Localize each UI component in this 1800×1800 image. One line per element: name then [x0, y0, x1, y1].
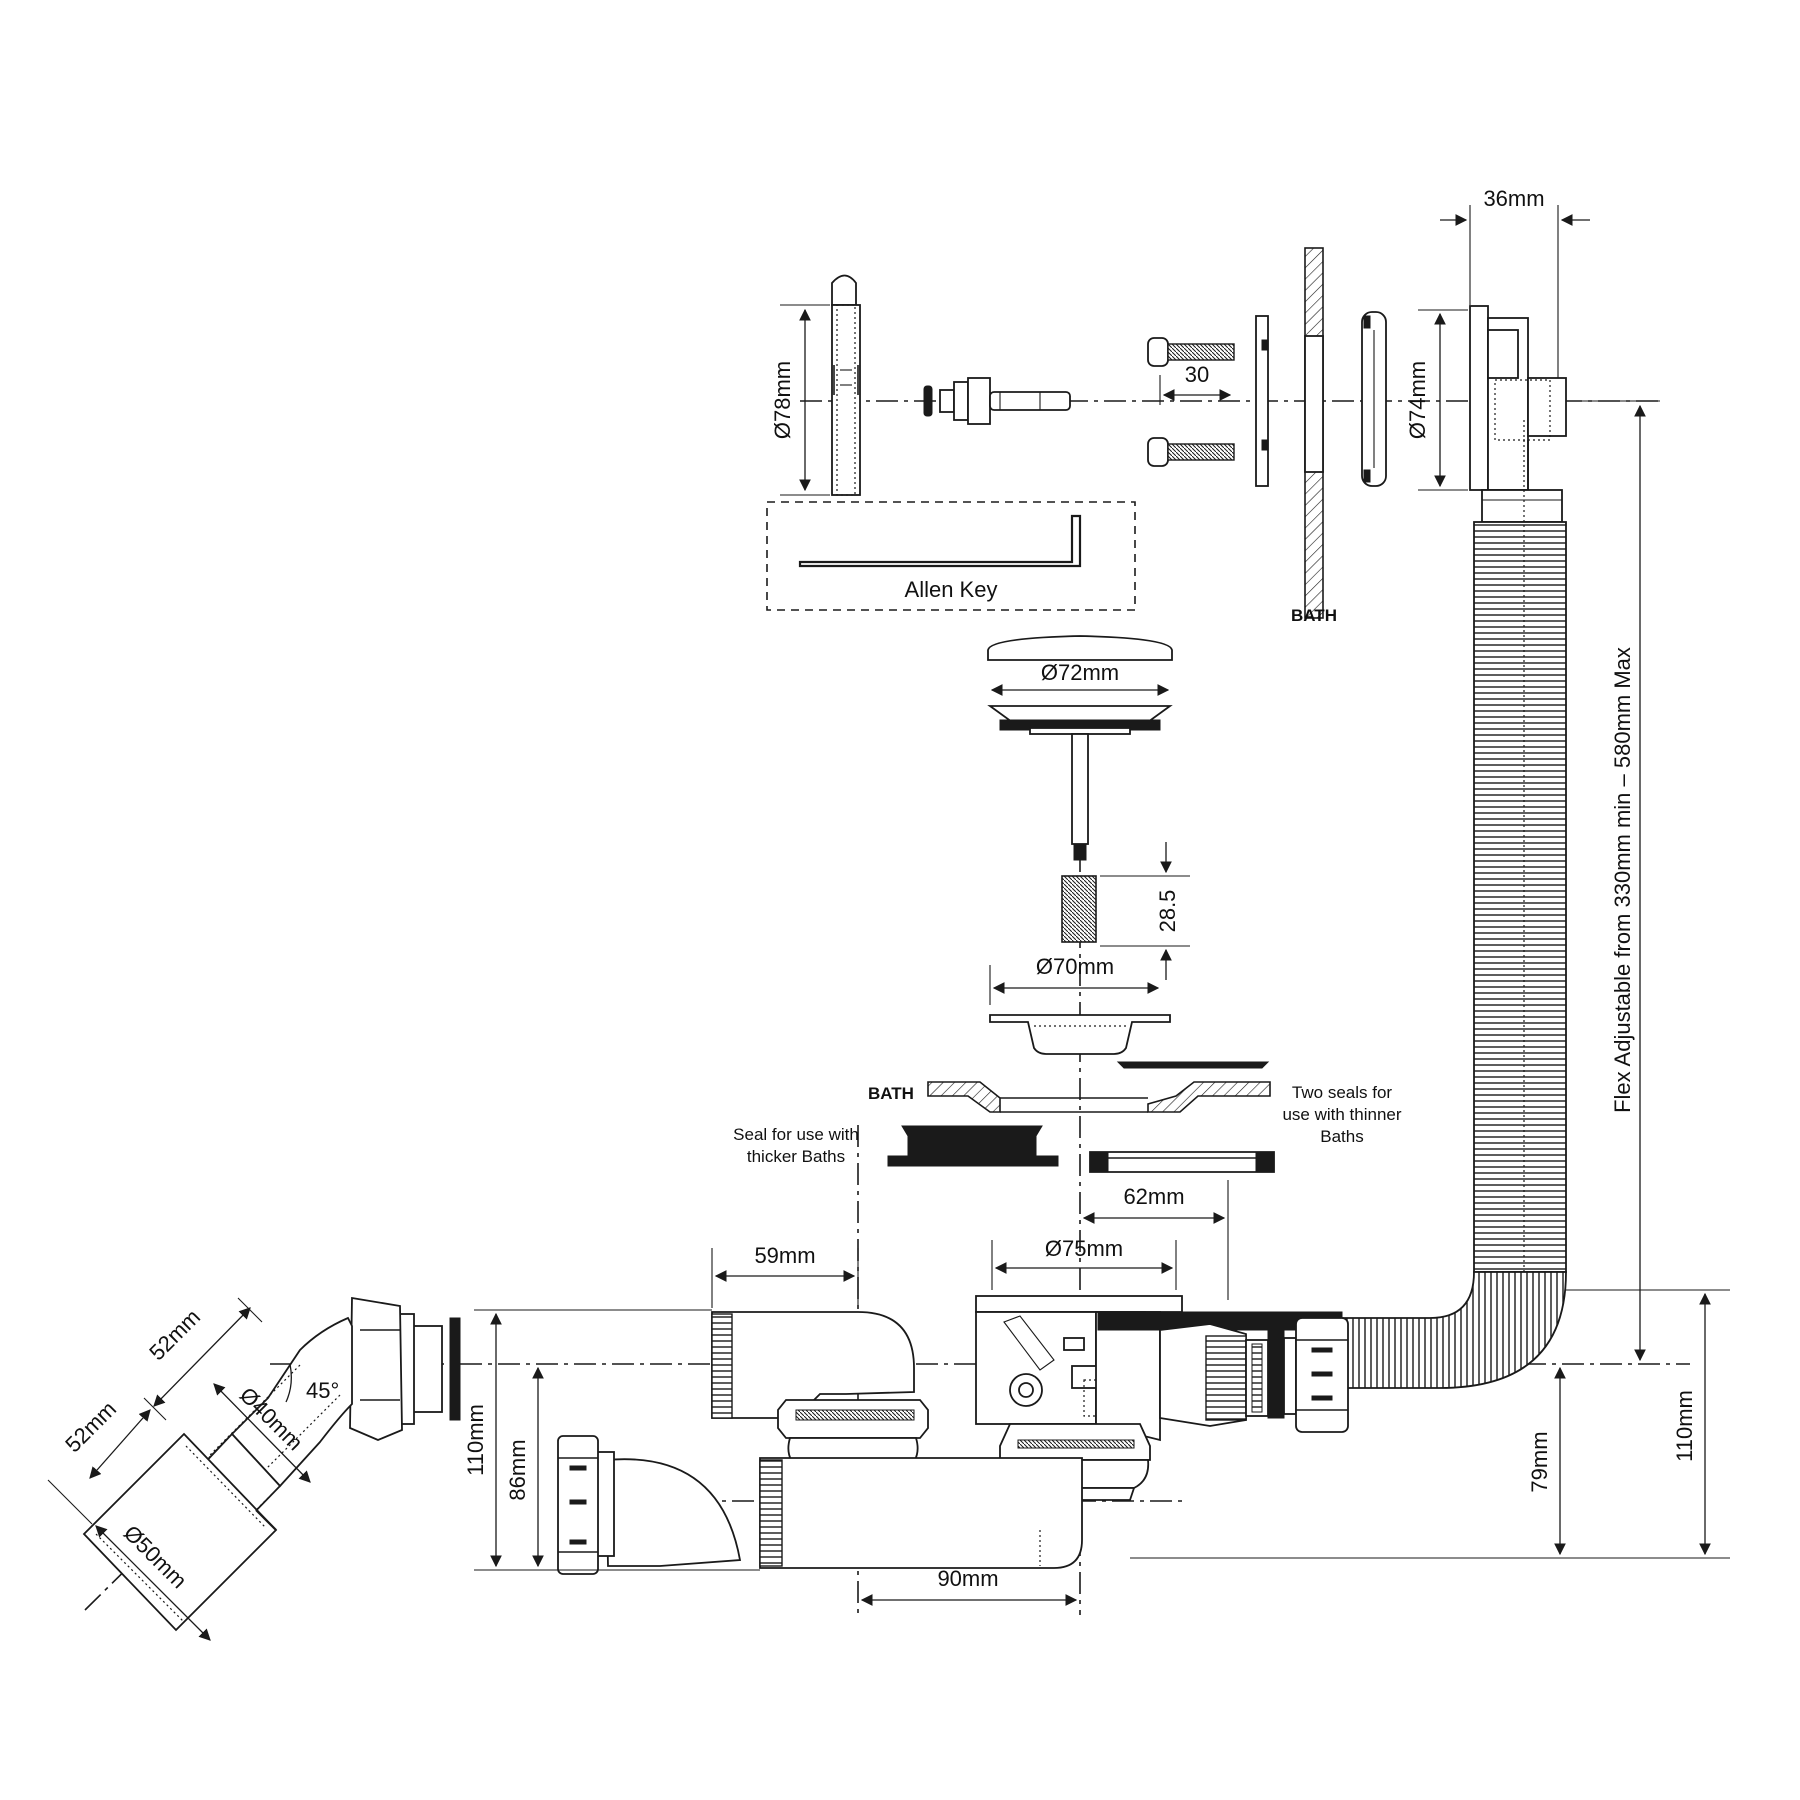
dim-90-label: 90mm	[937, 1566, 998, 1591]
lower-coupling	[557, 1435, 742, 1575]
dim-78-label: Ø78mm	[770, 361, 795, 439]
bath-wall-top	[1304, 247, 1324, 619]
thin-seal-bottom	[1089, 1151, 1275, 1173]
bath-top-label: BATH	[1291, 606, 1337, 625]
strainer-cup	[989, 1014, 1171, 1055]
dim-72-label: Ø72mm	[1041, 660, 1119, 685]
flexible-hose	[1339, 420, 1567, 1389]
dim-72: Ø72mm	[990, 660, 1170, 696]
screw-lower	[1147, 437, 1235, 467]
dim-86-label: 86mm	[505, 1439, 530, 1500]
flex-label: Flex Adjustable from 330mm min – 580mm M…	[1610, 647, 1635, 1113]
overflow-body	[1469, 305, 1567, 523]
dim-78: Ø78mm	[770, 304, 830, 496]
bath-mid-label: BATH	[868, 1084, 914, 1103]
two-seals-line3: Baths	[1320, 1127, 1363, 1146]
two-seals-line1: Two seals for	[1292, 1083, 1392, 1102]
dim-45-angle: 45°	[285, 1363, 339, 1403]
dim-30-label: 30	[1185, 362, 1209, 387]
overflow-cap	[831, 274, 861, 496]
dim-110-left: 110mm	[463, 1309, 760, 1571]
outlet-connector	[1159, 1317, 1349, 1433]
dim-52-lower-label: 52mm	[60, 1396, 121, 1457]
screw-upper	[1147, 337, 1235, 367]
dim-70-label: Ø70mm	[1036, 954, 1114, 979]
dim-36-label: 36mm	[1483, 186, 1544, 211]
dim-74: Ø74mm	[1405, 309, 1468, 491]
angle-45-label: 45°	[306, 1378, 339, 1403]
dim-36: 36mm	[1440, 186, 1590, 378]
two-seals-line2: use with thinner	[1282, 1105, 1401, 1124]
waste-body	[975, 1295, 1183, 1442]
outlet-seal-ring	[449, 1317, 461, 1421]
dim-flex: Flex Adjustable from 330mm min – 580mm M…	[1568, 400, 1660, 1362]
seal-thick-line2: thicker Baths	[747, 1147, 845, 1166]
dim-59: 59mm	[711, 1243, 859, 1308]
bath-section	[927, 1081, 1271, 1113]
dim-30: 30	[1159, 362, 1232, 405]
dim-62-label: 62mm	[1123, 1184, 1184, 1209]
plug-cap	[987, 635, 1173, 661]
dim-79: 79mm	[1527, 1366, 1566, 1556]
dim-110-right: 110mm	[1130, 1289, 1730, 1559]
plug-head	[987, 705, 1173, 943]
dim-52-upper-label: 52mm	[144, 1304, 205, 1365]
dim-75-label: Ø75mm	[1045, 1236, 1123, 1261]
dim-79-label: 79mm	[1527, 1431, 1552, 1492]
dim-75: Ø75mm	[991, 1236, 1177, 1290]
allen-key-label: Allen Key	[905, 577, 998, 602]
dim-62: 62mm	[1082, 1180, 1229, 1300]
backing-plate	[1255, 315, 1269, 487]
dim-110-left-label: 110mm	[463, 1404, 488, 1476]
dim-90: 90mm	[860, 1566, 1078, 1606]
seal-thick-line1: Seal for use with	[733, 1125, 859, 1144]
thin-seal-top	[1116, 1061, 1270, 1069]
allen-key-panel: Allen Key	[766, 501, 1136, 611]
dim-110-right-label: 110mm	[1672, 1390, 1697, 1462]
trap-lower	[759, 1457, 1083, 1569]
dim-285-label: 28.5	[1155, 890, 1180, 933]
overflow-pin-assembly	[923, 377, 1071, 425]
dim-86: 86mm	[505, 1366, 544, 1568]
dim-70: Ø70mm	[989, 954, 1160, 1005]
overflow-seal	[1361, 311, 1387, 487]
dim-59-label: 59mm	[754, 1243, 815, 1268]
elbow-nut	[349, 1296, 443, 1441]
thick-seal	[887, 1125, 1059, 1167]
dim-74-label: Ø74mm	[1405, 361, 1430, 439]
dim-285: 28.5	[1100, 842, 1190, 980]
